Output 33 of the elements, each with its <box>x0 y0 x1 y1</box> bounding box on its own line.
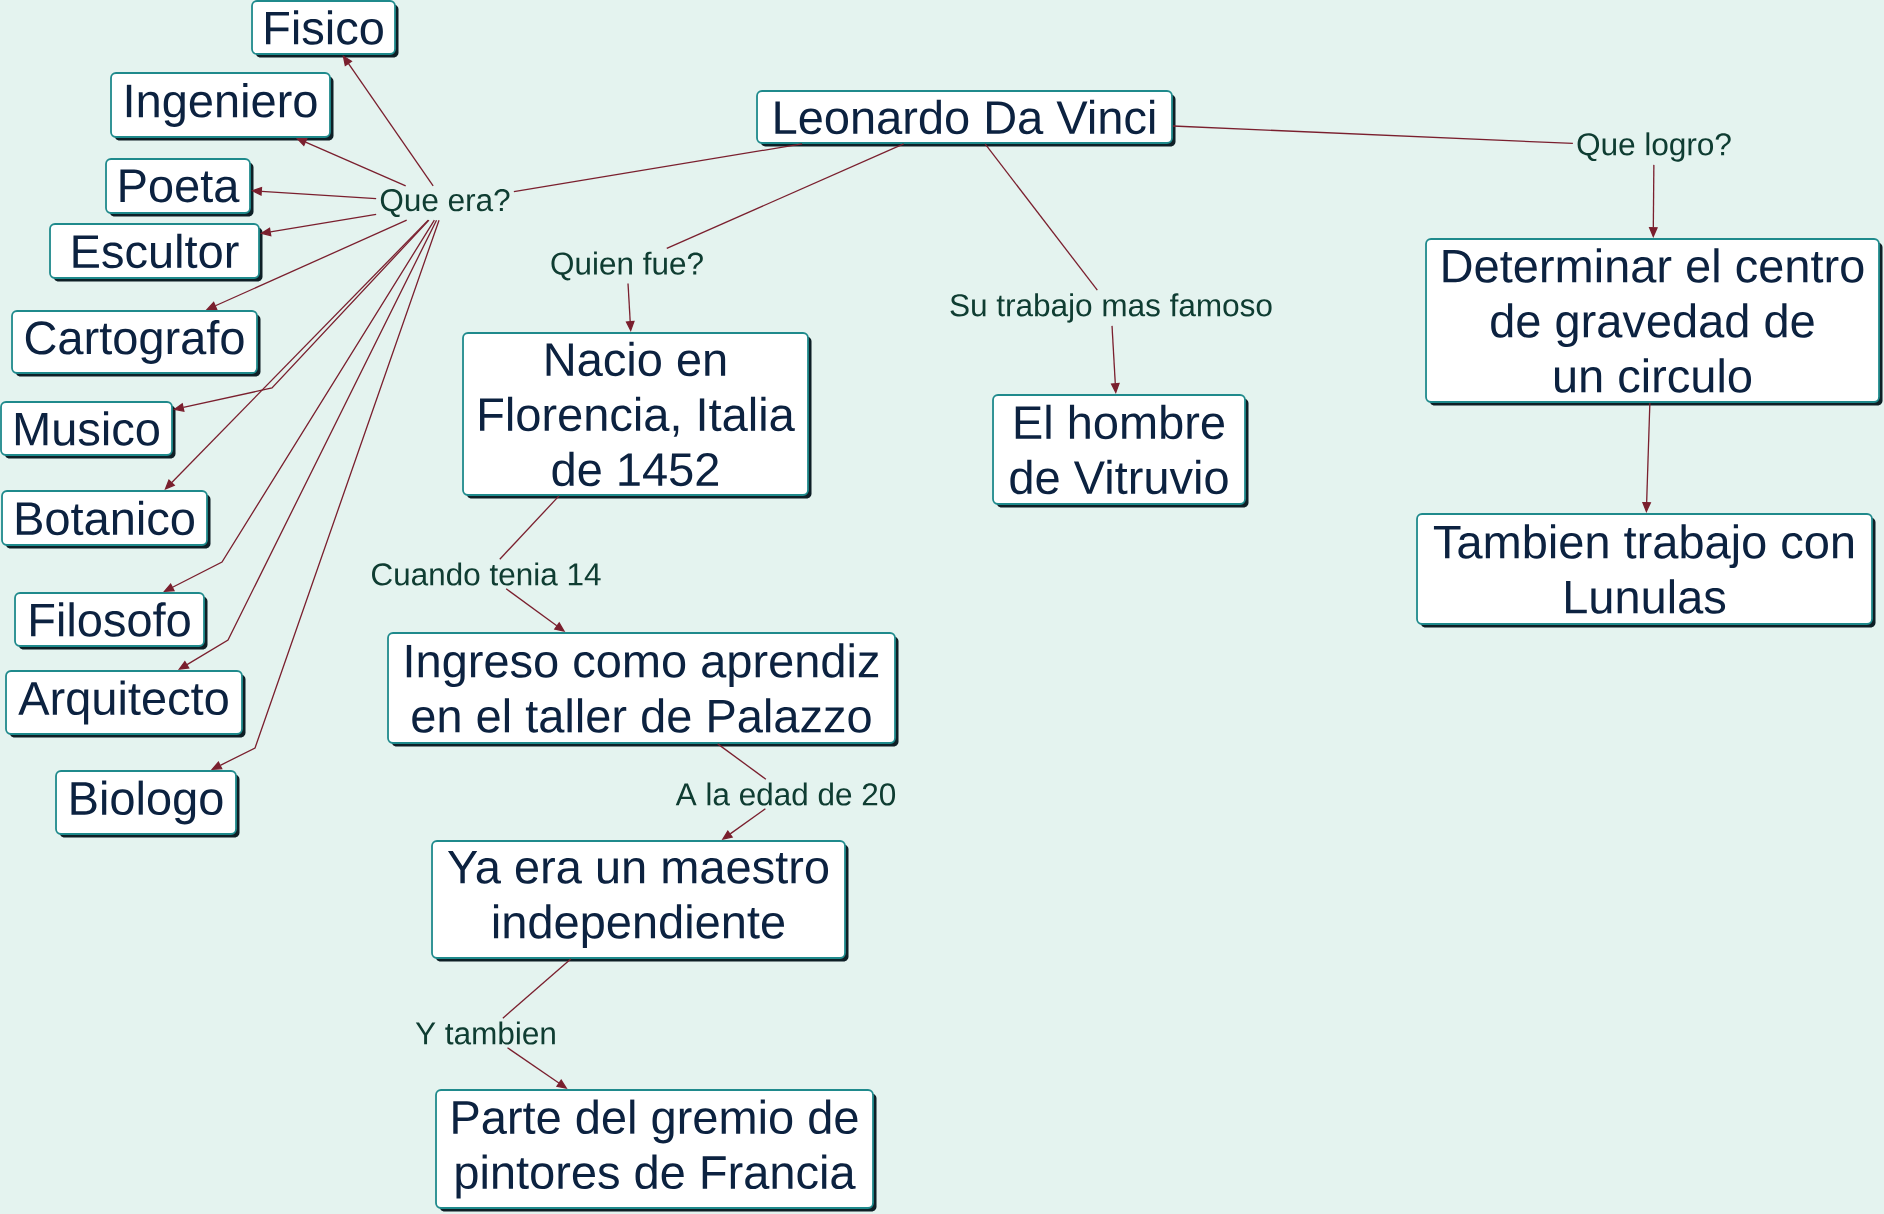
concept-box: Parte del gremio de pintores de Francia <box>435 1089 877 1212</box>
connector-line <box>502 958 572 1019</box>
concept-box: Poeta <box>105 158 254 217</box>
linking-phrase: Quien fue? <box>551 251 703 281</box>
concept-box: Escultor <box>49 223 263 282</box>
concept-box: Ingreso como aprendiz en el taller de Palazzo <box>387 632 899 747</box>
concept-box: Arquitecto <box>5 670 246 738</box>
connector-line <box>984 143 1098 291</box>
concept-box: Tambien trabajo con Lunulas <box>1416 513 1876 628</box>
concept-box: Botanico <box>1 490 211 549</box>
connector-line <box>717 743 767 780</box>
linking-phrase: Que logro? <box>1577 132 1731 162</box>
connector-line <box>513 143 803 193</box>
connector-line <box>666 143 905 250</box>
concept-box: Biologo <box>55 770 240 838</box>
concept-box: Filosofo <box>14 592 208 650</box>
concept-box: Ya era un maestro independiente <box>431 840 849 962</box>
connector-line <box>499 495 560 560</box>
concept-box: Leonardo Da Vinci <box>756 90 1176 147</box>
linking-phrase: A la edad de 20 <box>675 782 896 806</box>
linking-phrase: Cuando tenia 14 <box>372 562 601 586</box>
concept-box: Cartografo <box>11 310 261 377</box>
concept-box: Ingeniero <box>110 72 334 141</box>
linking-phrase: Y tambien <box>415 1021 555 1045</box>
linking-phrase: Que era? <box>380 189 510 217</box>
concept-box: Fisico <box>251 0 399 58</box>
concept-box: Nacio en Florencia, Italia de 1452 <box>462 332 812 499</box>
arrow <box>260 213 377 237</box>
linking-phrase: Su trabajo mas famoso <box>950 293 1272 323</box>
concept-box: El hombre de Vitruvio <box>992 394 1249 508</box>
concept-box: Determinar el centro de gravedad de un circulo <box>1425 238 1883 406</box>
concept-box: Musico <box>0 401 176 459</box>
connector-line <box>1172 125 1574 145</box>
